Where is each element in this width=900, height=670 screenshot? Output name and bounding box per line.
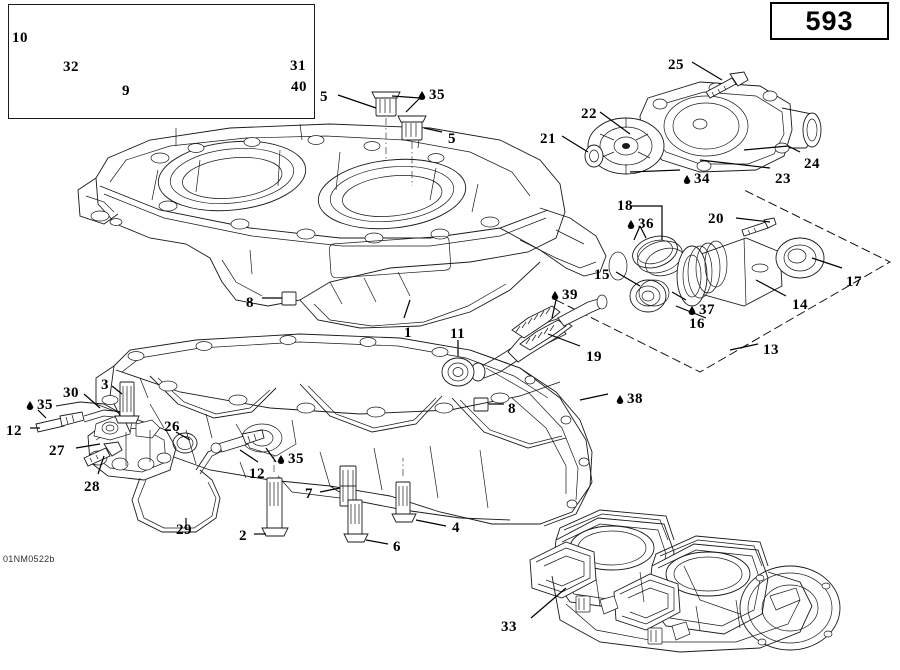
part-callout-40[interactable]: 40 — [291, 79, 307, 95]
part-callout-22[interactable]: 22 — [581, 106, 597, 122]
part-callout-4[interactable]: 4 — [452, 520, 460, 536]
part-callout-2[interactable]: 2 — [239, 528, 247, 544]
part-callout-1[interactable]: 1 — [404, 325, 412, 341]
fastener-leaders — [254, 487, 447, 545]
part-callout-35[interactable]: 35 — [26, 398, 53, 413]
part-callout-15[interactable]: 15 — [594, 267, 610, 283]
part-callout-36[interactable]: 36 — [627, 217, 654, 232]
part-callout-19[interactable]: 19 — [586, 349, 602, 365]
bolt-5-group — [371, 91, 427, 186]
oil-pump-assembly — [35, 381, 265, 533]
part-callout-10[interactable]: 10 — [12, 30, 28, 46]
model-title-box: 593 — [770, 2, 889, 40]
water-pump-leaders — [561, 61, 801, 173]
part-callout-25[interactable]: 25 — [668, 57, 684, 73]
part-callout-29[interactable]: 29 — [176, 522, 192, 538]
part-callout-20[interactable]: 20 — [708, 211, 724, 227]
part-callout-35[interactable]: 35 — [277, 452, 304, 467]
part-callout-28[interactable]: 28 — [84, 479, 100, 495]
part-callout-18[interactable]: 18 — [617, 198, 633, 214]
drive-shaft-assembly — [441, 294, 608, 387]
part-callout-17[interactable]: 17 — [846, 274, 862, 290]
part-callout-7[interactable]: 7 — [305, 486, 313, 502]
part-callout-27[interactable]: 27 — [49, 443, 65, 459]
part-callout-37[interactable]: 37 — [688, 303, 715, 318]
part-callout-33[interactable]: 33 — [501, 619, 517, 635]
upper-case-leaders — [262, 94, 443, 319]
cylinder-block-leader — [530, 587, 567, 619]
fastener-group — [261, 456, 417, 543]
part-callout-16[interactable]: 16 — [689, 316, 705, 332]
part-callout-21[interactable]: 21 — [540, 131, 556, 147]
upper-crankcase-half — [77, 123, 607, 329]
part-callout-23[interactable]: 23 — [775, 171, 791, 187]
part-callout-39[interactable]: 39 — [551, 288, 578, 303]
cylinder-block-assembly — [529, 509, 841, 653]
oil-pump-leaders — [30, 385, 277, 530]
part-callout-8[interactable]: 8 — [508, 401, 516, 417]
part-callout-8[interactable]: 8 — [246, 295, 254, 311]
part-callout-13[interactable]: 13 — [763, 342, 779, 358]
part-callout-6[interactable]: 6 — [393, 539, 401, 555]
part-callout-26[interactable]: 26 — [164, 419, 180, 435]
balance-shaft-assembly — [555, 189, 891, 373]
water-pump-assembly — [584, 71, 822, 175]
part-callout-24[interactable]: 24 — [804, 156, 820, 172]
part-callout-38[interactable]: 38 — [616, 392, 643, 407]
part-callout-34[interactable]: 34 — [683, 172, 710, 187]
drive-shaft-leaders — [457, 299, 609, 405]
part-callout-5[interactable]: 5 — [448, 131, 456, 147]
part-callout-14[interactable]: 14 — [792, 297, 808, 313]
part-callout-30[interactable]: 30 — [63, 385, 79, 401]
part-callout-12[interactable]: 12 — [249, 466, 265, 482]
dowel-pin-8a — [281, 291, 297, 306]
part-callout-11[interactable]: 11 — [450, 326, 466, 342]
part-callout-5[interactable]: 5 — [320, 89, 328, 105]
part-callout-9[interactable]: 9 — [122, 83, 130, 99]
part-callout-35[interactable]: 35 — [418, 88, 445, 103]
inset-detail-frame — [8, 4, 315, 119]
part-callout-32[interactable]: 32 — [63, 59, 79, 75]
part-callout-31[interactable]: 31 — [290, 58, 306, 74]
part-callout-3[interactable]: 3 — [101, 377, 109, 393]
reference-code: 01NM0522b — [3, 554, 55, 564]
model-number: 593 — [805, 5, 854, 36]
part-callout-12[interactable]: 12 — [6, 423, 22, 439]
dowel-pin-8b — [473, 397, 489, 412]
